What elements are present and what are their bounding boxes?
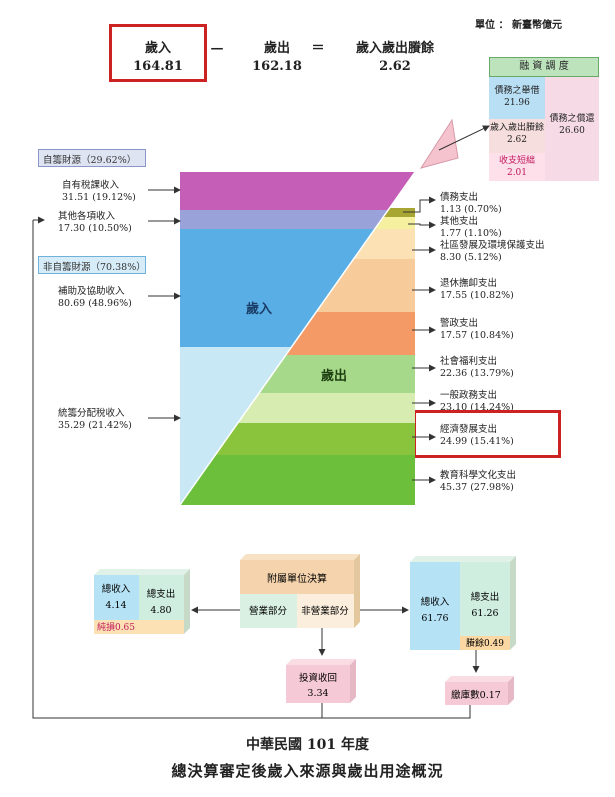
financing-surplus-value: 2.62 [506,135,528,145]
feedback-line [32,216,471,719]
equation-surplus-label: 歲入歲出賸餘 [355,41,434,56]
revenue-arrows [148,186,181,422]
right-revenue-value: 61.76 [421,613,448,624]
left-expense-value: 4.80 [150,605,171,616]
business-label: 營業部分 [249,605,288,617]
surplus-arrow [438,125,490,151]
debt-raised-value: 21.96 [504,98,530,108]
equation-surplus-value: 2.62 [379,59,411,74]
financing-surplus-label: 歲入歲出賸餘 [489,123,544,133]
left-footer: 純損0.65 [97,621,135,633]
affiliated-right-box: 總收入 61.76 總支出 61.26 賸餘0.49 [410,556,516,650]
own-source-header: 自籌財源（29.62%） [38,149,146,167]
right-footer: 賸餘0.49 [466,637,504,649]
equation-revenue-value: 164.81 [133,59,183,74]
debt-repay-value: 26.60 [559,126,585,136]
equation-minus: — [210,41,224,56]
surplus-wedge [419,118,459,169]
page-title: 總決算審定後歲入來源與歲出用途概況 [171,762,444,780]
non-own-source-header: 非自籌財源（70.38%） [38,256,146,274]
investment-box: 投資收回 3.34 [286,659,356,703]
band-own-tax [180,172,415,210]
equation-revenue-label: 歲入 [144,41,171,56]
right-expense-value: 61.26 [471,608,498,619]
equation-expenditure-label: 歲出 [263,41,290,56]
page-title-year: 中華民國 101 年度 [246,737,369,753]
left-expense-label: 總支出 [147,588,176,600]
expenditure-diagram-label: 歲出 [321,368,347,384]
equation-equals: ＝ [311,41,325,56]
unit-label: 單位 ： 新臺幣億元 [475,20,562,31]
right-revenue-label: 總收入 [421,596,450,608]
affiliated-arrows [191,606,480,673]
debt-repay-label: 債務之償還 [549,114,595,124]
equation-expenditure-value: 162.18 [252,59,302,74]
financing-debt-raised: 債務之舉借 21.96 [489,77,545,119]
left-revenue-value: 4.14 [105,600,126,611]
financing-debt-repay: 債務之償還 26.60 [545,77,599,181]
band-other-revenue [180,210,415,229]
band-education [180,455,415,505]
affiliated-title: 附屬單位決算 [267,572,327,585]
financing-title: 融 資 調 度 [489,57,599,77]
non-business-label: 非營業部分 [301,605,349,617]
left-revenue-label: 總收入 [102,583,131,595]
affiliated-left-box: 總收入 4.14 總支出 4.80 純損0.65 [94,569,190,634]
expenditure-arrows [403,196,436,484]
remit-label: 繳庫數0.17 [451,689,501,701]
remit-box: 繳庫數0.17 [445,676,514,705]
financing-surplus: 歲入歲出賸餘 2.62 [489,119,545,153]
investment-value: 3.34 [307,688,328,699]
revenue-diagram-label: 歲入 [246,301,272,317]
diagonal-divider [179,171,416,506]
financing-balance: 收支短絀 2.01 [489,153,545,181]
financing-box: 融 資 調 度 債務之舉借 21.96 歲入歲出賸餘 2.62 收支短絀 2.0… [489,57,599,181]
debt-raised-label: 債務之舉借 [494,86,540,96]
affiliated-center: 附屬單位決算 營業部分 非營業部分 [240,554,360,628]
investment-label: 投資收回 [299,672,337,684]
revenue-highlight-box [109,24,207,82]
right-expense-label: 總支出 [471,591,500,603]
balance-label: 收支短絀 [498,156,535,166]
balance-value: 2.01 [506,168,528,178]
